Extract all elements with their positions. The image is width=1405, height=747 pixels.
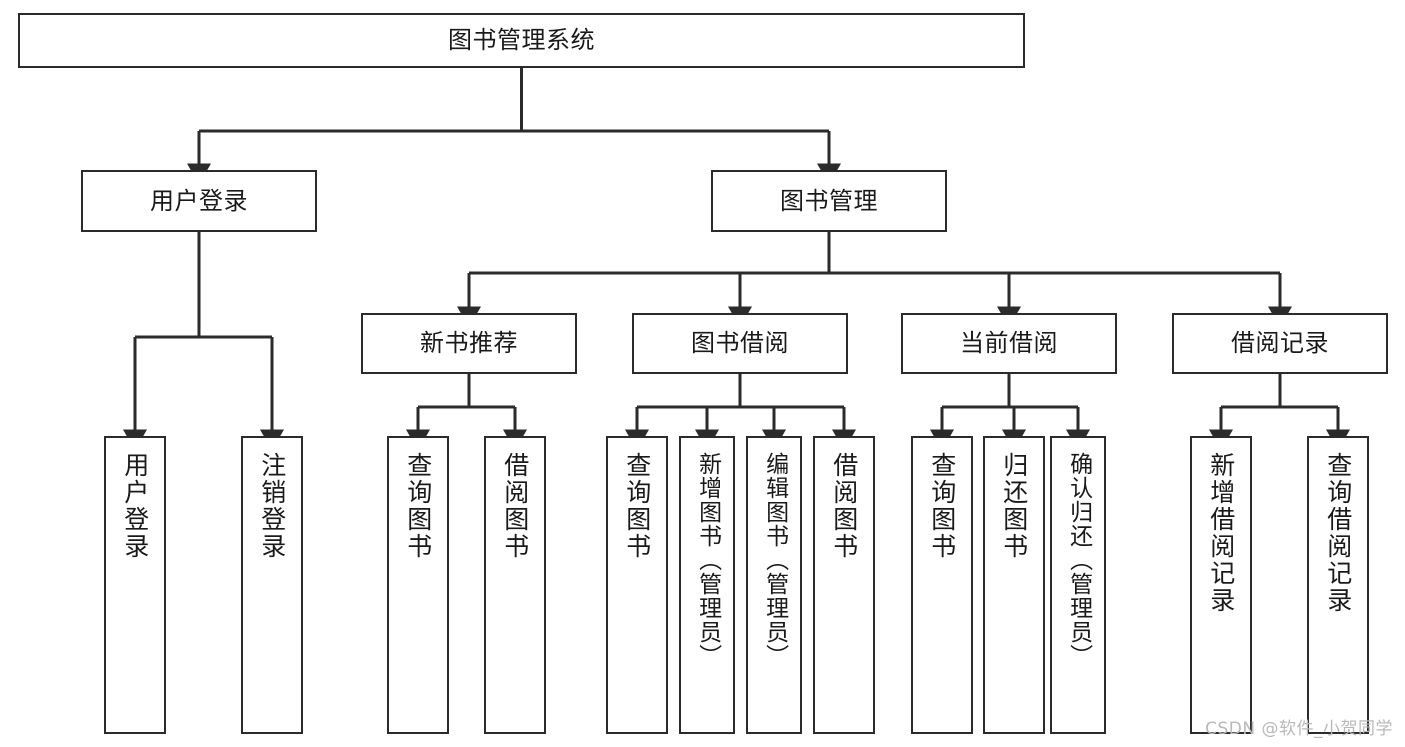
node-label: 确认归还（管理员） — [1065, 452, 1092, 668]
node-label: 查询图书 — [927, 452, 957, 560]
node-leaf11[interactable]: 确认归还（管理员） — [1050, 436, 1106, 734]
node-leaf04[interactable]: 借阅图书 — [484, 436, 546, 734]
node-label: 借阅记录 — [1231, 329, 1329, 358]
node-leaf06[interactable]: 新增图书（管理员） — [679, 436, 735, 734]
node-label: 新书推荐 — [420, 329, 518, 358]
node-l1a[interactable]: 用户登录 — [81, 170, 317, 232]
node-leaf12[interactable]: 新增借阅记录 — [1190, 436, 1252, 734]
node-l1b[interactable]: 图书管理 — [711, 170, 947, 232]
node-root[interactable]: 图书管理系统 — [18, 13, 1025, 68]
node-label: 图书借阅 — [691, 329, 789, 358]
node-label: 查询借阅记录 — [1323, 452, 1353, 614]
node-l2a[interactable]: 新书推荐 — [361, 313, 577, 374]
node-leaf01[interactable]: 用户登录 — [104, 436, 166, 734]
node-label: 注销登录 — [257, 452, 287, 560]
node-leaf09[interactable]: 查询图书 — [911, 436, 973, 734]
node-leaf05[interactable]: 查询图书 — [606, 436, 668, 734]
node-leaf07[interactable]: 编辑图书（管理员） — [746, 436, 802, 734]
node-l2d[interactable]: 借阅记录 — [1172, 313, 1388, 374]
node-label: 新增图书（管理员） — [694, 452, 721, 668]
node-label: 借阅图书 — [500, 452, 530, 560]
node-label: 查询图书 — [403, 452, 433, 560]
node-label: 归还图书 — [999, 452, 1029, 560]
node-l2b[interactable]: 图书借阅 — [632, 313, 848, 374]
node-label: 图书管理系统 — [448, 26, 595, 55]
node-leaf02[interactable]: 注销登录 — [241, 436, 303, 734]
node-leaf13[interactable]: 查询借阅记录 — [1307, 436, 1369, 734]
node-label: 新增借阅记录 — [1206, 452, 1236, 614]
node-leaf03[interactable]: 查询图书 — [387, 436, 449, 734]
node-label: 图书管理 — [780, 186, 878, 215]
node-label: 当前借阅 — [960, 329, 1058, 358]
node-label: 用户登录 — [150, 186, 248, 215]
node-label: 借阅图书 — [829, 452, 859, 560]
node-leaf10[interactable]: 归还图书 — [983, 436, 1045, 734]
node-leaf08[interactable]: 借阅图书 — [813, 436, 875, 734]
node-label: 查询图书 — [622, 452, 652, 560]
node-label: 用户登录 — [120, 452, 150, 560]
node-l2c[interactable]: 当前借阅 — [901, 313, 1117, 374]
node-label: 编辑图书（管理员） — [761, 452, 788, 668]
